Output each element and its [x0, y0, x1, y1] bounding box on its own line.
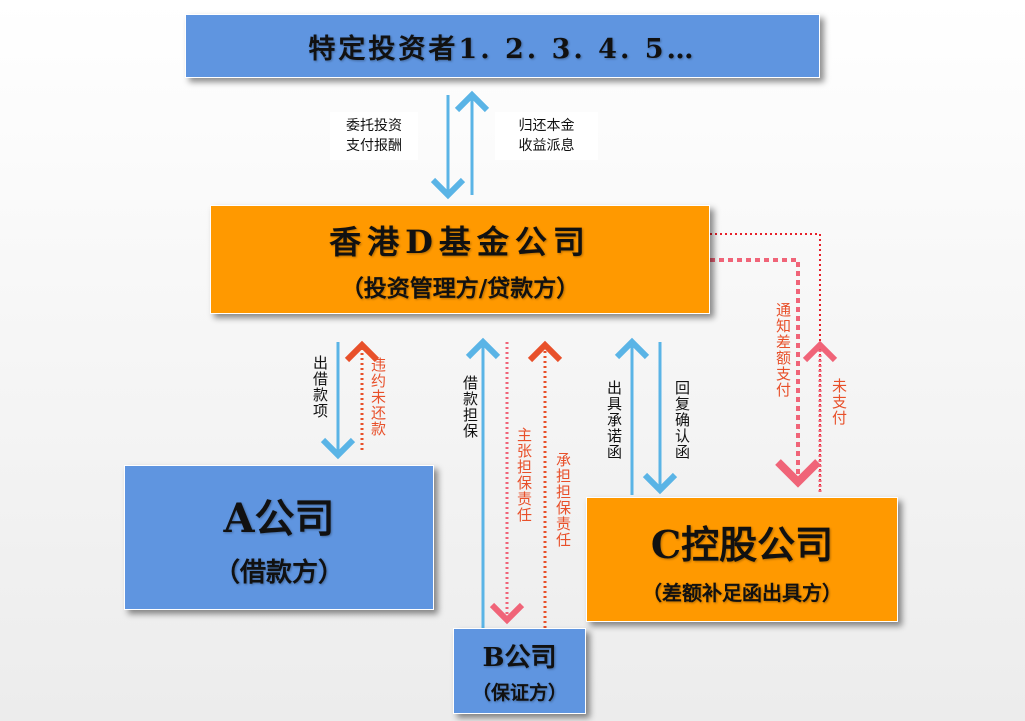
company-b-title: B公司: [482, 643, 557, 673]
arrow-unpaid-line: [710, 233, 821, 492]
bear-label: 承担担保责任: [554, 452, 572, 548]
unpaid-label: 未支付: [830, 378, 848, 426]
company-c-subtitle: （差额补足函出具方）: [642, 580, 842, 605]
loan-label: 出借款项: [311, 355, 329, 419]
default-label: 违约未还款: [369, 357, 387, 437]
return-label-1: 归还本金: [518, 118, 575, 134]
investors-title: 特定投资者1. 2. 3. 4. 5…: [308, 33, 697, 65]
fund-company-box: 香港D基金公司 （投资管理方/贷款方）: [210, 205, 710, 314]
guarantee-label: 借款担保: [461, 375, 479, 439]
return-label-2: 收益派息: [518, 138, 575, 154]
company-c-title: C控股公司: [650, 521, 834, 567]
invest-label-1: 委托投资: [346, 118, 402, 134]
return-label: 归还本金收益派息: [495, 112, 598, 160]
company-b-subtitle: （保证方）: [471, 682, 567, 704]
invest-label-2: 支付报酬: [346, 138, 402, 154]
notify-label: 通知差额支付: [774, 302, 792, 398]
company-a-box: A公司 （借款方）: [124, 465, 434, 610]
company-c-box: C控股公司 （差额补足函出具方）: [586, 497, 898, 622]
issue-label: 出具承诺函: [605, 380, 623, 460]
arrow-notify: [710, 258, 821, 488]
fund-subtitle: （投资管理方/贷款方）: [340, 274, 580, 302]
company-a-title: A公司: [223, 495, 335, 542]
invest-label: 委托投资支付报酬: [330, 112, 418, 160]
specific-investors-box: 特定投资者1. 2. 3. 4. 5…: [185, 14, 820, 78]
claim-label: 主张担保责任: [515, 427, 533, 523]
reply-label: 回复确认函: [673, 380, 691, 460]
company-a-subtitle: （借款方）: [213, 558, 344, 588]
company-b-box: B公司 （保证方）: [453, 628, 586, 714]
fund-title: 香港D基金公司: [329, 222, 591, 261]
